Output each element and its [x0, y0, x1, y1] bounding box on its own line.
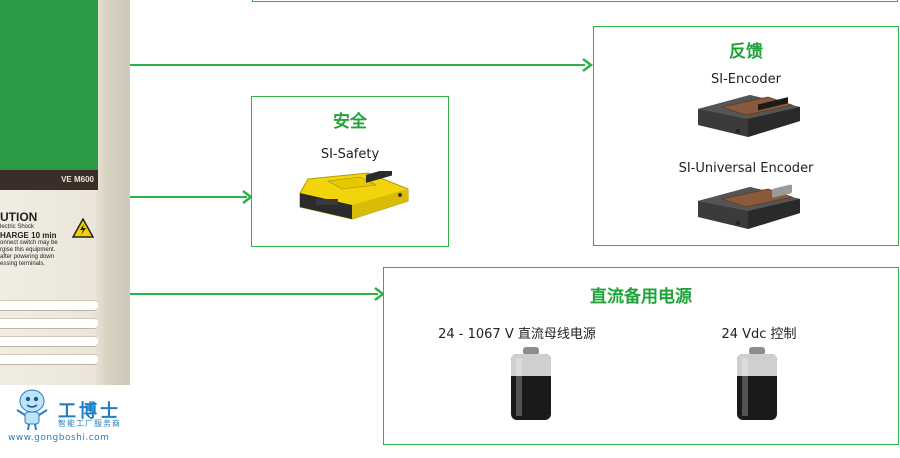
warning-line: onnect switch may be [0, 240, 58, 246]
drive-warning-label: UTION lectric Shock HARGE 10 min onnect … [0, 210, 70, 268]
power-title: 直流备用电源 [590, 287, 692, 307]
control-voltage-label: 24 Vdc 控制 [721, 327, 797, 342]
drive-front-panel [0, 0, 98, 170]
si-encoder-label: SI-Encoder [711, 72, 781, 87]
dc-bus-label: 24 - 1067 V 直流母线电源 [438, 327, 596, 342]
si-universal-encoder-label: SI-Universal Encoder [678, 161, 814, 176]
vent-slot [0, 300, 98, 311]
watermark-tagline: 智能工厂服务商 [58, 419, 121, 428]
battery-icon [511, 347, 551, 420]
power-box: 直流备用电源 24 - 1067 V 直流母线电源 24 Vdc 控制 [383, 267, 899, 445]
arrowhead-icon [582, 58, 594, 72]
si-safety-module-image [299, 171, 409, 220]
drive-unit: VE M600 UTION lectric Shock HARGE 10 min… [0, 0, 130, 385]
si-universal-encoder-module-image [698, 184, 800, 229]
battery-icon [737, 347, 777, 420]
watermark-url: www.gongboshi.com [8, 433, 110, 443]
connector-line-feedback [130, 64, 585, 66]
warning-line: essing terminals. [0, 261, 46, 267]
safety-box: 安全 SI-Safety [251, 96, 449, 247]
feedback-box: 反馈 SI-Encoder SI-Universal Encoder [593, 26, 899, 246]
feedback-title: 反馈 [729, 42, 763, 62]
si-encoder-module-image [698, 95, 800, 137]
warning-title: UTION [0, 210, 38, 224]
warning-line: after powering down [0, 254, 55, 260]
warning-subtitle: lectric Shock [0, 224, 35, 230]
vent-slot [0, 336, 98, 347]
connector-line-power [130, 293, 378, 295]
vent-slot [0, 318, 98, 329]
vent-slot [0, 354, 98, 365]
safety-title: 安全 [333, 112, 367, 132]
watermark-brand: 工博士 [58, 401, 121, 422]
top-partial-box [252, 0, 898, 2]
drive-model-label: VE M600 [0, 170, 98, 190]
connector-line-safety [130, 196, 247, 198]
si-safety-label: SI-Safety [320, 147, 380, 162]
warning-line: rgise this equipment. [0, 247, 56, 253]
warning-charge: HARGE 10 min [0, 231, 57, 240]
mascot-icon [16, 389, 48, 431]
warning-triangle-icon [72, 218, 94, 238]
